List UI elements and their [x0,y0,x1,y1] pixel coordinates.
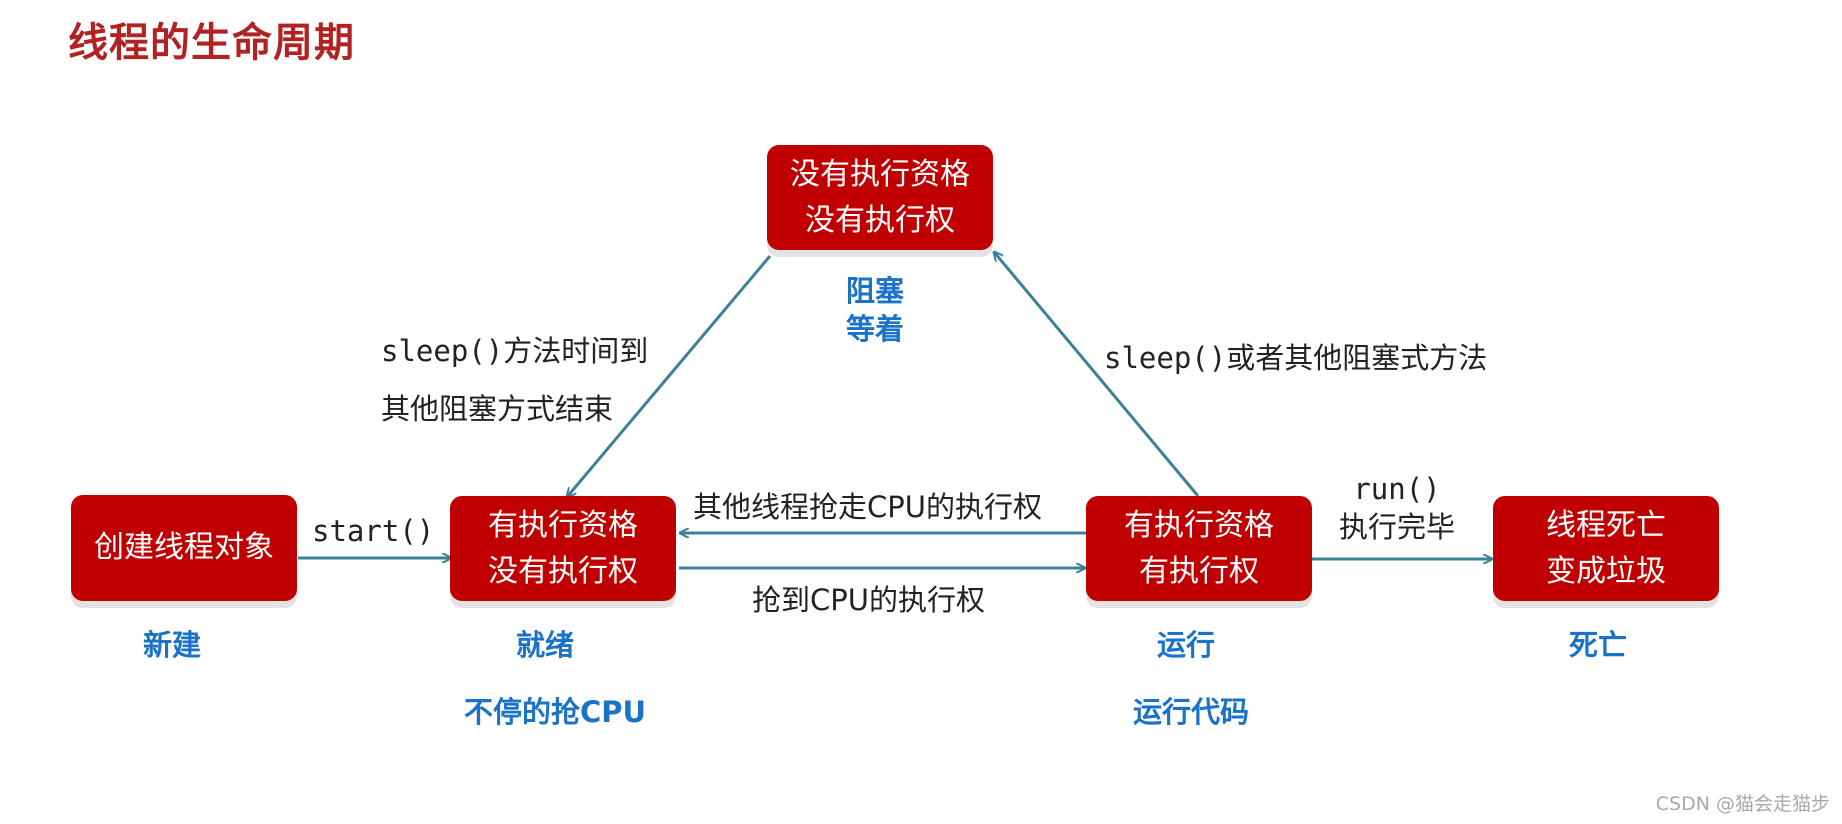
box-dead-line1: 线程死亡 [1546,507,1666,543]
box-blocked-line1: 没有执行资格 [790,156,970,192]
box-dead: 线程死亡 变成垃圾 [1493,496,1719,601]
arrow-running-to-blocked [994,252,1200,497]
label-start: start() [312,514,435,548]
state-blocked-line1: 阻塞 [846,274,905,308]
box-dead-line2: 变成垃圾 [1546,553,1666,589]
label-run-done: run() 执行完毕 [1339,470,1455,546]
state-running: 运行 [1157,628,1216,662]
state-running-note: 运行代码 [1133,695,1250,729]
page-title: 线程的生命周期 [68,20,355,66]
box-running: 有执行资格 有执行权 [1086,496,1312,601]
label-sleep-end: sleep()方法时间到 其他阻塞方式结束 [381,322,648,438]
label-preempted: 其他线程抢走CPU的执行权 [693,490,1042,524]
box-blocked: 没有执行资格 没有执行权 [767,145,993,250]
label-to-blocked: sleep()或者其他阻塞式方法 [1104,341,1488,375]
label-run-done-line2: 执行完毕 [1339,510,1456,544]
box-blocked-line2: 没有执行权 [805,202,955,238]
state-blocked: 阻塞 等着 [846,272,904,348]
box-running-line2: 有执行权 [1139,553,1259,589]
box-new: 创建线程对象 [71,495,297,601]
watermark: CSDN @猫会走猫步 [1655,793,1830,815]
state-ready-note: 不停的抢CPU [464,695,647,729]
label-got-cpu: 抢到CPU的执行权 [752,583,985,617]
state-ready: 就绪 [516,628,575,662]
box-running-line1: 有执行资格 [1124,507,1274,543]
state-blocked-line2: 等着 [846,312,905,346]
label-run-done-line1: run() [1353,472,1441,506]
state-new: 新建 [143,628,202,662]
box-new-line1: 创建线程对象 [94,530,274,565]
state-dead: 死亡 [1569,628,1628,662]
box-ready-line2: 没有执行权 [488,553,638,589]
box-ready-line1: 有执行资格 [488,507,638,543]
arrow-blocked-to-ready [567,255,772,497]
box-ready: 有执行资格 没有执行权 [450,496,676,601]
label-sleep-end-line2: 其他阻塞方式结束 [381,392,614,426]
label-sleep-end-line1: sleep()方法时间到 [381,334,649,368]
